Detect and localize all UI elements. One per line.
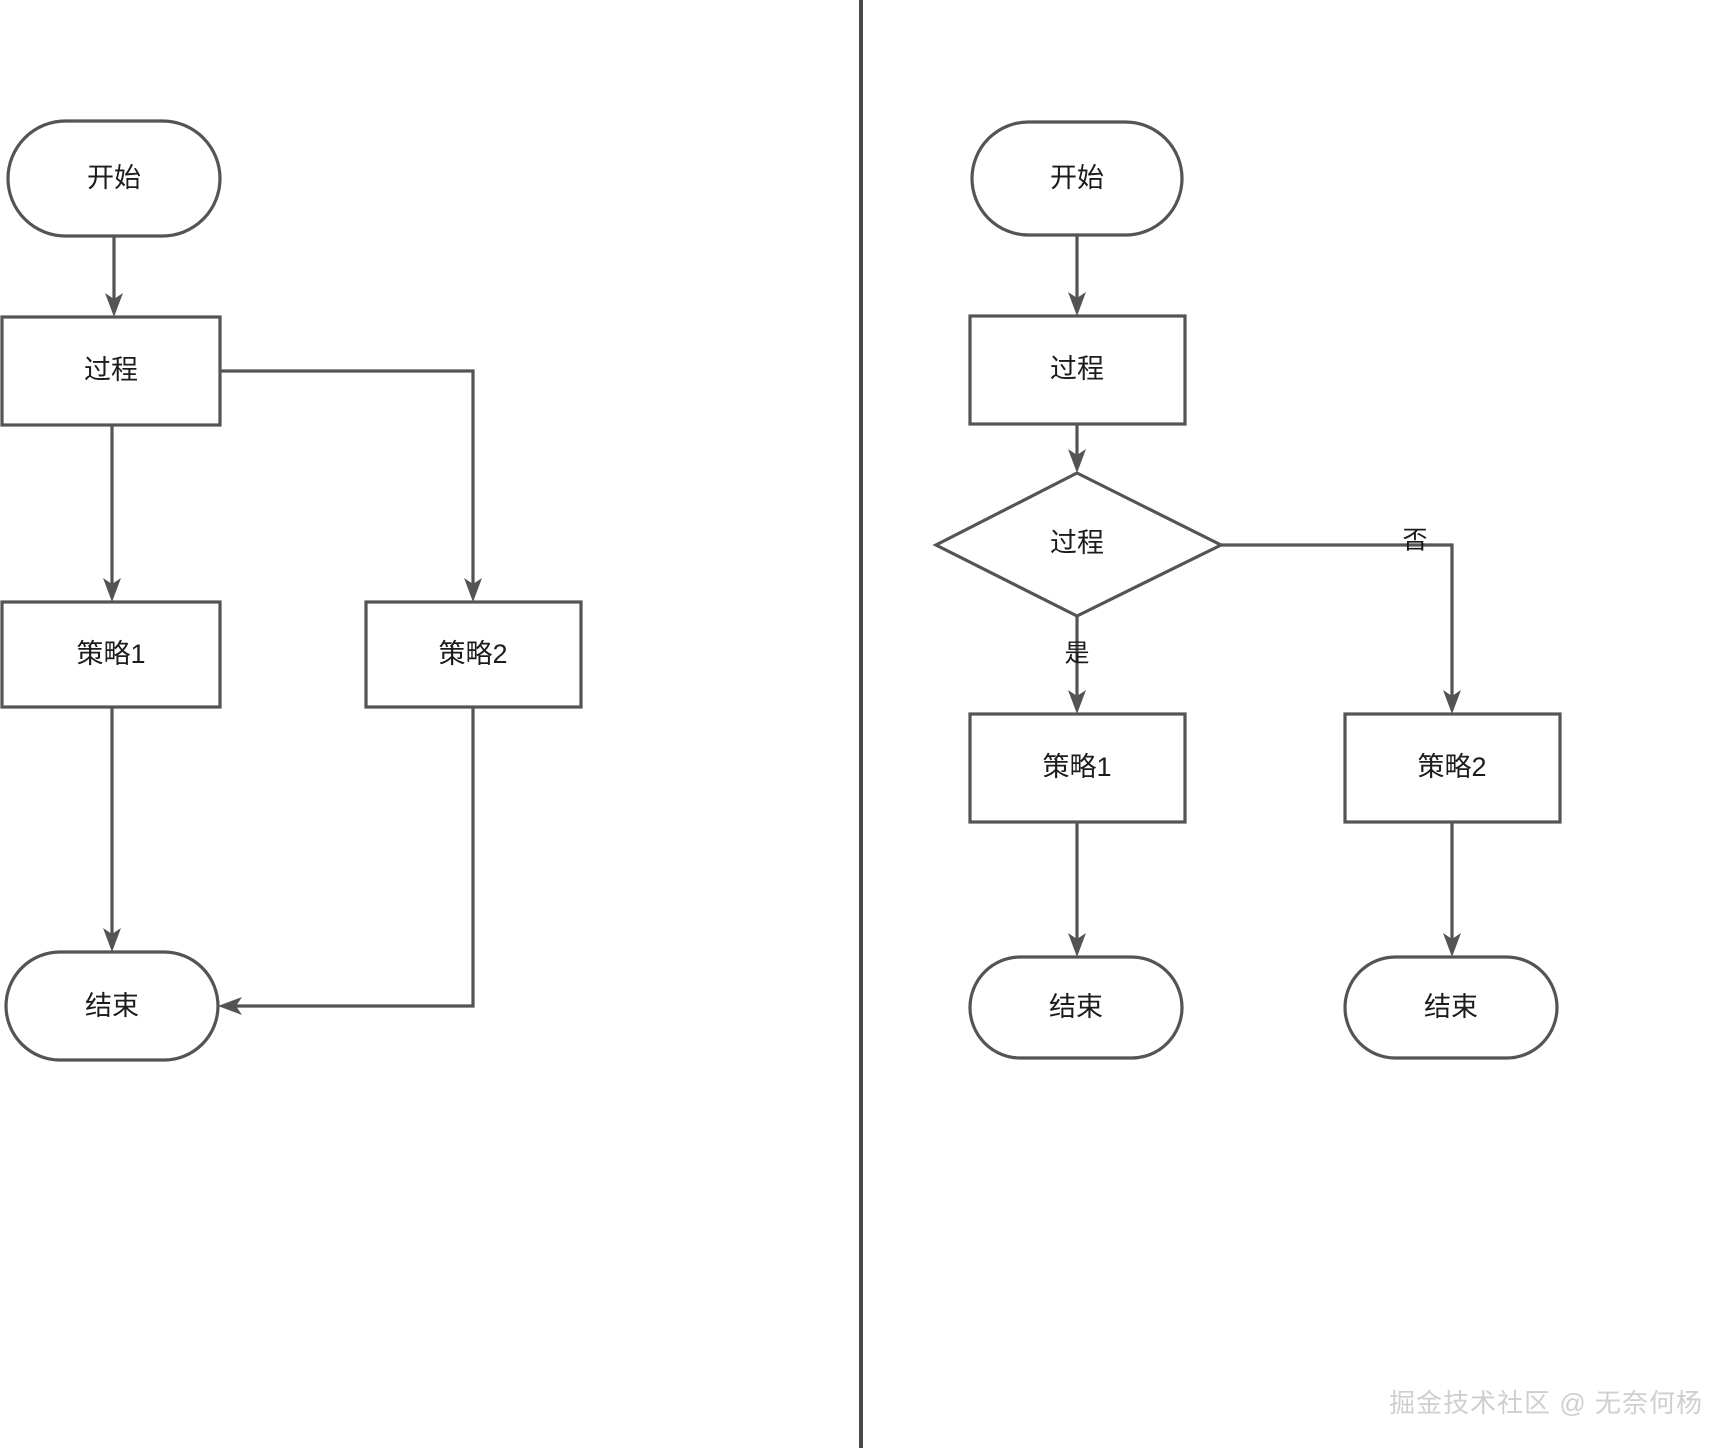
node-right-end2[interactable]: 结束 [1343,955,1559,1060]
node-right-end1[interactable]: 结束 [968,955,1184,1060]
right-edge-decision-to-policy1: 是 [1064,616,1090,714]
right-edge-no-label: 否 [1402,527,1427,555]
left-edge-start-to-process [105,236,123,317]
node-right-start-label: 开始 [1050,163,1104,193]
watermark-text: 掘金技术社区 @ 无奈何杨 [1389,1388,1703,1418]
left-edge-policy1-to-end [103,707,121,952]
node-right-decision[interactable]: 过程 [932,471,1225,618]
node-right-process-label: 过程 [1050,354,1104,384]
node-left-end-label: 结束 [85,991,139,1021]
node-left-policy2[interactable]: 策略2 [364,600,583,709]
right-edge-policy2-to-end2 [1443,822,1461,957]
node-right-start[interactable]: 开始 [970,120,1184,237]
node-right-end2-label: 结束 [1424,992,1478,1022]
node-right-policy1[interactable]: 策略1 [968,712,1187,824]
node-left-policy1-label: 策略1 [76,639,145,669]
node-left-end[interactable]: 结束 [4,950,220,1062]
node-left-process[interactable]: 过程 [0,315,222,427]
right-flowchart: 是 否 开始 过程 [932,120,1562,1060]
right-edge-start-to-process [1068,235,1086,316]
node-right-end1-label: 结束 [1049,992,1103,1022]
left-flowchart: 开始 过程 策略1 策略2 结束 [0,119,583,1062]
node-left-start[interactable]: 开始 [6,119,222,238]
node-left-policy2-label: 策略2 [438,639,507,669]
right-edge-policy1-to-end1 [1068,822,1086,957]
left-edge-policy2-to-end [218,707,475,1015]
node-left-policy1[interactable]: 策略1 [0,600,222,709]
node-left-start-label: 开始 [87,163,141,193]
right-edge-yes-label: 是 [1064,640,1089,668]
right-edge-decision-to-policy2: 否 [1221,527,1461,714]
node-right-decision-label: 过程 [1050,528,1104,558]
left-edge-process-to-policy2 [220,369,482,602]
node-right-policy2-label: 策略2 [1417,752,1486,782]
node-right-policy2[interactable]: 策略2 [1343,712,1562,824]
node-right-policy1-label: 策略1 [1042,752,1111,782]
node-right-process[interactable]: 过程 [968,314,1187,426]
right-edge-process-to-decision [1068,424,1086,473]
node-left-process-label: 过程 [84,355,138,385]
left-edge-process-to-policy1 [103,425,121,602]
